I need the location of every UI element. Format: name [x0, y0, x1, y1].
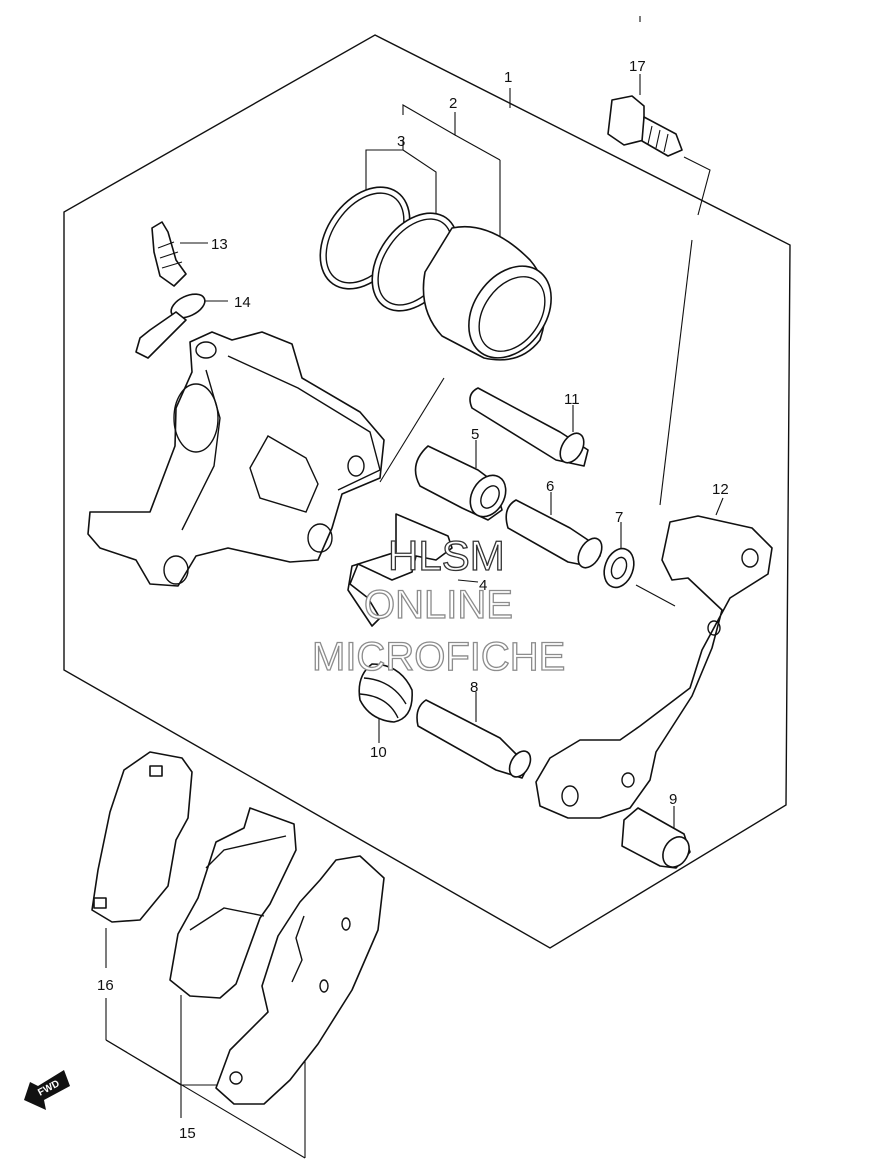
- pad-shim: [91, 751, 193, 923]
- callout-2: 2: [449, 95, 457, 112]
- callout-16: 16: [97, 977, 114, 994]
- callout-numbers: 1 2 3 4 5 6 7 8 9 10 11 12 13 14 15 16 1…: [97, 58, 729, 1142]
- callout-1: 1: [504, 69, 512, 86]
- callout-17: 17: [629, 58, 646, 75]
- callout-11: 11: [564, 391, 580, 408]
- brake-pads: [169, 807, 385, 1105]
- callout-15: 15: [179, 1125, 196, 1142]
- washer: [603, 547, 635, 589]
- callout-8: 8: [470, 679, 478, 696]
- callout-9: 9: [669, 791, 677, 808]
- callout-13: 13: [211, 236, 228, 253]
- callout-3: 3: [397, 133, 405, 150]
- sleeve: [414, 445, 507, 521]
- slide-pin-short: [505, 499, 603, 569]
- fwd-badge: FWD: [24, 1070, 70, 1110]
- watermark: HLSM ONLINE MICROFICHE: [311, 531, 566, 679]
- caliper-piston: [422, 225, 552, 361]
- watermark-line-1: HLSM: [388, 532, 505, 579]
- callout-4: 4: [479, 577, 487, 594]
- arrow-left-down-icon: [24, 1070, 70, 1110]
- callout-6: 6: [546, 478, 554, 495]
- assembly-outline: [63, 34, 791, 949]
- caliper-bracket: [535, 515, 773, 819]
- caliper-body: [87, 331, 385, 587]
- watermark-line-3: MICROFICHE: [312, 635, 565, 679]
- pad-spring: [347, 513, 453, 627]
- callout-7: 7: [615, 509, 623, 526]
- callout-14: 14: [234, 294, 251, 311]
- mounting-pin: [416, 699, 532, 779]
- callout-10: 10: [370, 744, 387, 761]
- flange-bolt: [607, 95, 683, 157]
- callout-5: 5: [471, 426, 479, 443]
- leader-lines: [105, 16, 724, 1159]
- callout-12: 12: [712, 481, 729, 498]
- collar: [621, 807, 691, 869]
- watermark-line-2: ONLINE: [364, 583, 513, 627]
- slide-pin-long: [469, 387, 589, 467]
- bleeder-cap: [135, 293, 206, 359]
- dust-boot: [358, 663, 413, 723]
- bleeder-valve: [151, 221, 187, 287]
